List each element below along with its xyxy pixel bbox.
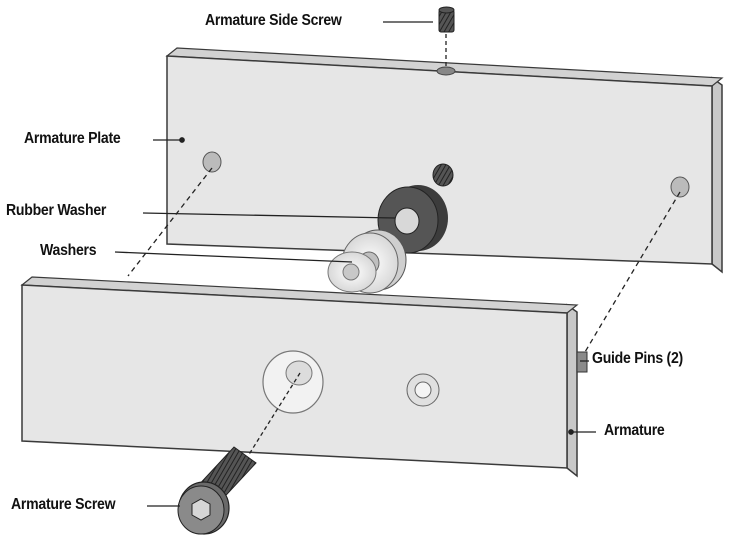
- label-armature-side-screw: Armature Side Screw: [205, 12, 342, 29]
- label-washers: Washers: [40, 242, 97, 259]
- plate-top-hole: [436, 66, 456, 76]
- label-rubber-washer: Rubber Washer: [6, 202, 107, 219]
- plate-hole-right: [670, 176, 690, 198]
- guide-line-left: [127, 167, 213, 277]
- leader-lines: [114, 21, 596, 507]
- armature-side-screw: [438, 6, 455, 66]
- label-armature-plate: Armature Plate: [24, 130, 121, 147]
- plate-hole-left: [202, 151, 222, 173]
- label-guide-pins: Guide Pins (2): [592, 350, 683, 367]
- guide-line-right: [584, 191, 681, 353]
- guide-pin: [576, 351, 588, 373]
- label-armature: Armature: [604, 422, 665, 439]
- plate-threaded-hole: [432, 163, 454, 187]
- washers: [327, 229, 407, 294]
- armature-screw: [177, 446, 257, 535]
- armature-plate: [165, 47, 724, 274]
- label-armature-screw: Armature Screw: [11, 496, 116, 513]
- armature: [20, 276, 588, 478]
